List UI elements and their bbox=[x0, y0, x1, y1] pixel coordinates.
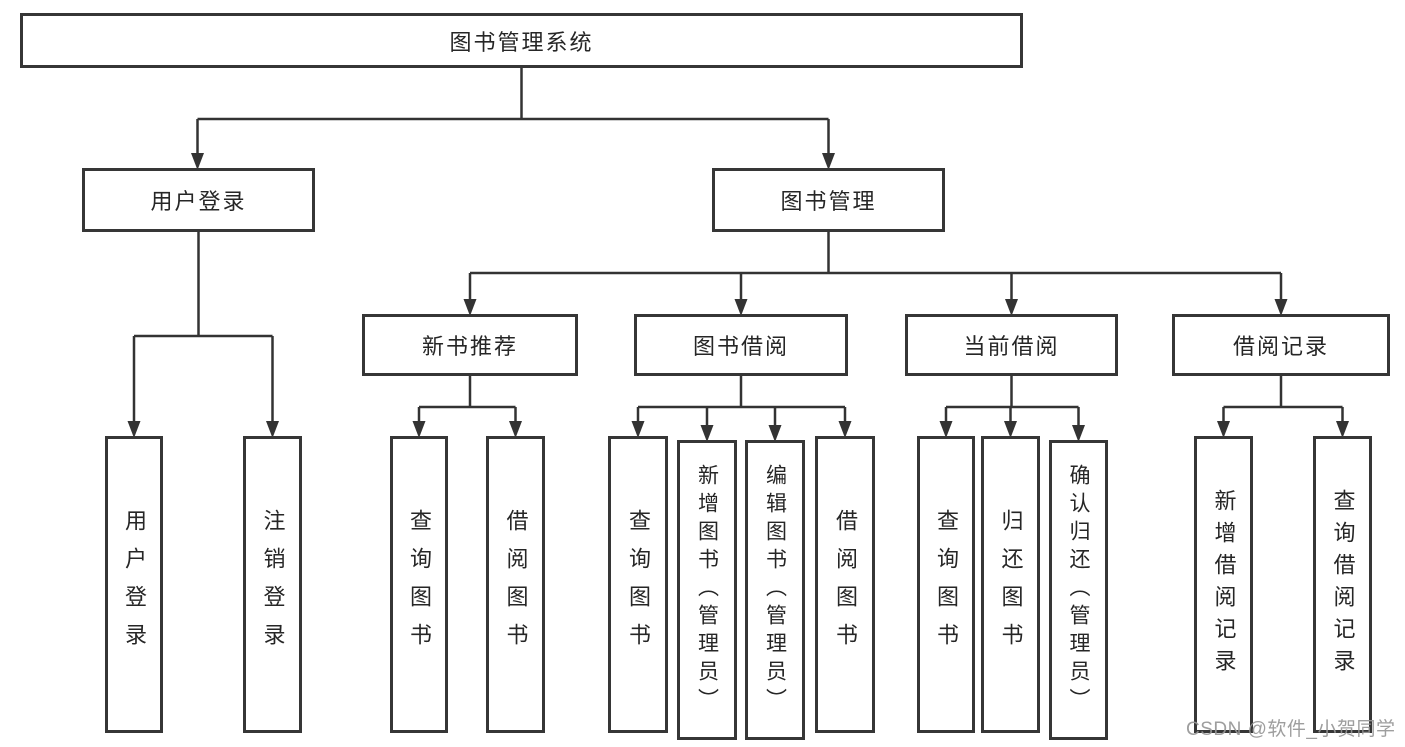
leaf-newbook-query-books: 查询图书 bbox=[390, 436, 448, 733]
leaf-add-borrow-record-label: 新增借阅记录 bbox=[1211, 488, 1237, 681]
node-book-borrow-label: 图书借阅 bbox=[692, 334, 789, 359]
arrowheads bbox=[127, 153, 1349, 442]
leaf-borrow-query-books: 查询图书 bbox=[608, 436, 668, 733]
leaf-borrow-books-label: 借阅图书 bbox=[833, 508, 858, 661]
leaf-newbook-borrow-books-label: 借阅图书 bbox=[503, 508, 529, 661]
leaf-newbook-borrow-books: 借阅图书 bbox=[486, 436, 545, 733]
leaf-user-login: 用户登录 bbox=[105, 436, 163, 733]
node-new-book-recommend-label: 新书推荐 bbox=[421, 334, 518, 359]
leaf-query-borrow-record: 查询借阅记录 bbox=[1313, 436, 1372, 733]
connector-current-borrow bbox=[944, 376, 1080, 428]
node-borrow-records-label: 借阅记录 bbox=[1232, 334, 1329, 359]
leaf-current-query-books-label: 查询图书 bbox=[934, 508, 959, 661]
leaf-add-books-admin-label: 新增图书（管理员） bbox=[695, 464, 719, 716]
connector-book-borrow bbox=[636, 376, 847, 428]
leaf-edit-books-admin-label: 编辑图书（管理员） bbox=[763, 464, 787, 716]
connector-root bbox=[196, 68, 830, 156]
node-current-borrow: 当前借阅 bbox=[905, 314, 1118, 376]
node-user-login-label: 用户登录 bbox=[150, 189, 247, 214]
leaf-borrow-query-books-label: 查询图书 bbox=[626, 508, 651, 661]
leaf-edit-books-admin: 编辑图书（管理员） bbox=[745, 440, 805, 740]
leaf-query-borrow-record-label: 查询借阅记录 bbox=[1330, 488, 1356, 681]
node-root-system: 图书管理系统 bbox=[20, 13, 1023, 68]
leaf-logout: 注销登录 bbox=[243, 436, 302, 733]
leaf-user-login-label: 用户登录 bbox=[122, 508, 147, 661]
leaf-borrow-books: 借阅图书 bbox=[815, 436, 875, 733]
node-current-borrow-label: 当前借阅 bbox=[963, 334, 1060, 359]
leaf-current-query-books: 查询图书 bbox=[917, 436, 975, 733]
leaf-newbook-query-books-label: 查询图书 bbox=[407, 508, 432, 661]
connector-borrow-records bbox=[1222, 376, 1344, 424]
leaf-return-books: 归还图书 bbox=[981, 436, 1040, 733]
leaf-confirm-return-admin-label: 确认归还（管理员） bbox=[1067, 464, 1090, 716]
node-new-book-recommend: 新书推荐 bbox=[362, 314, 578, 376]
connector-book-mgmt bbox=[468, 232, 1283, 302]
leaf-logout-label: 注销登录 bbox=[260, 508, 286, 661]
leaf-add-books-admin: 新增图书（管理员） bbox=[677, 440, 737, 740]
leaf-return-books-label: 归还图书 bbox=[998, 508, 1024, 661]
node-book-management: 图书管理 bbox=[712, 168, 945, 232]
connector-user-login bbox=[132, 232, 274, 424]
leaf-add-borrow-record: 新增借阅记录 bbox=[1194, 436, 1253, 733]
node-root-label: 图书管理系统 bbox=[449, 29, 594, 55]
node-book-management-label: 图书管理 bbox=[780, 189, 877, 214]
csdn-watermark: CSDN @软件_小贺同学 bbox=[1186, 719, 1396, 740]
connector-new-book bbox=[417, 376, 517, 424]
node-book-borrow: 图书借阅 bbox=[634, 314, 848, 376]
node-borrow-records: 借阅记录 bbox=[1172, 314, 1390, 376]
leaf-confirm-return-admin: 确认归还（管理员） bbox=[1049, 440, 1108, 740]
node-user-login: 用户登录 bbox=[82, 168, 315, 232]
